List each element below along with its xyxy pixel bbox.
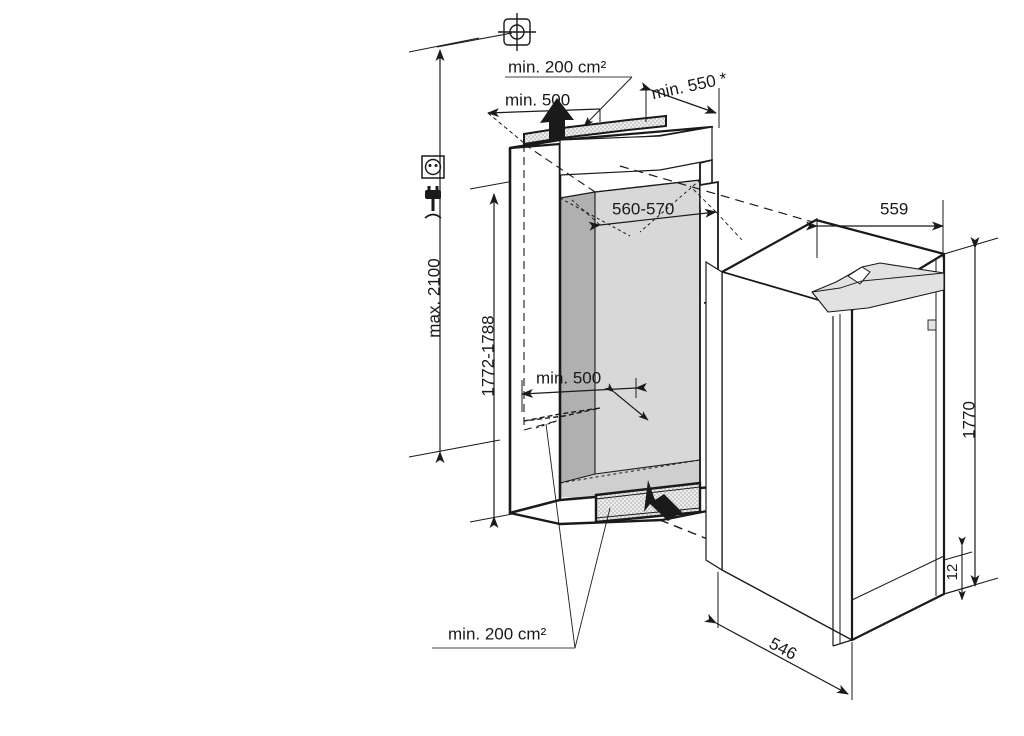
arrow-up-icon [540,98,574,142]
leader-bottom-vent-a [545,423,576,649]
dim-label-socket-height: max. 2100 [424,258,443,337]
niche-floor-back-edge [559,459,701,484]
ext-line-2100-bottom [408,439,501,458]
ext-line-2100-top [408,37,480,53]
dim-label-appliance-width: 559 [880,199,908,218]
dim-label-top-vent-depth: min. 500 [505,90,570,109]
ext-top-vent-depth-left [487,112,531,149]
dim-label-top-vent-area: min. 200 cm² [508,57,607,76]
ext-plinth-gap-bottom [943,585,973,595]
power-socket-icon [421,155,445,179]
dim-line-appliance-depth [704,613,849,695]
ext-niche-width-right [689,185,717,213]
dim-line-bottom-vent-diag [604,383,649,421]
arrow-in-icon [644,480,682,521]
dim-label-plinth-gap: 12 [944,564,961,581]
leader-top-vent-area [583,76,633,127]
dim-label-niche-height: 1772-1788 [478,315,497,396]
ext-niche-width-right2 [715,211,743,241]
ext-niche-width-left [571,199,601,226]
dim-line-niche-depth [639,82,717,114]
dim-label-appliance-height: 1770 [959,401,978,439]
appliance-hinge-detail [927,319,937,331]
appliance-grip-handle [811,262,945,313]
rear-vent-dashed-outline [523,407,601,422]
niche-left-inner-panel [560,192,595,483]
appliance-plinth-line [851,555,945,601]
dim-line-niche-width [588,208,717,231]
leader-bottom-vent-b [574,507,611,649]
dim-label-niche-width: 560-570 [612,199,674,218]
ext-plinth-gap-top [943,551,973,561]
dim-label-bottom-vent-depth: min. 500 [536,368,601,387]
crosshair-leader-line [436,32,513,48]
crosshair-target-icon [498,13,536,51]
appliance-grip-inner-line [811,272,945,293]
alignment-line-top [619,165,841,231]
appliance-rear-sliver [705,260,723,572]
bottom-vent-inner-outline [595,486,701,519]
dim-line-top-vent-depth [487,108,601,118]
appliance-front-face [850,252,946,642]
cabinet-left-outer-face [508,138,562,515]
appliance-grip-notch [847,266,871,285]
dim-label-bottom-vent-area: min. 200 cm² [448,624,547,643]
